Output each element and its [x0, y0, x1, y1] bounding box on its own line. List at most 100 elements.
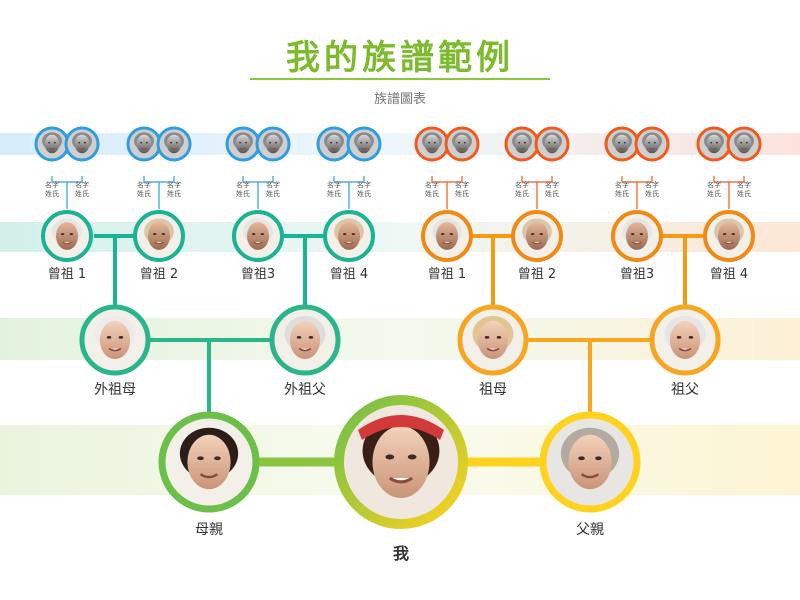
surname-text: 姓氏: [266, 190, 280, 198]
surname-text: 姓氏: [707, 190, 721, 198]
gg-connectors: [51, 176, 745, 209]
surname-text: 姓氏: [455, 190, 469, 198]
great-great-grandparent-photo: [64, 126, 100, 162]
great-great-grandparent-name: 名字姓氏: [236, 181, 250, 199]
given-name-text: 名字: [45, 181, 59, 189]
great-great-grandparent-name: 名字姓氏: [455, 181, 469, 199]
great-great-grandparent-name: 名字姓氏: [737, 181, 751, 199]
great-great-grandparent-name: 名字姓氏: [545, 181, 559, 199]
great-great-grandparent-name: 名字姓氏: [167, 181, 181, 199]
surname-text: 姓氏: [327, 190, 341, 198]
great-grandparent-label: 曾祖 4: [709, 267, 749, 282]
surname-text: 姓氏: [615, 190, 629, 198]
great-great-grandparent-photo: [726, 126, 762, 162]
great-great-grandparent-photo: [444, 126, 480, 162]
great-great-grandparent-name: 名字姓氏: [327, 181, 341, 199]
surname-text: 姓氏: [645, 190, 659, 198]
great-great-grandparent-name: 名字姓氏: [357, 181, 371, 199]
paternal-grandfather-label: 祖父: [671, 382, 699, 398]
maternal-grandmother-photo: [79, 304, 151, 376]
surname-text: 姓氏: [515, 190, 529, 198]
great-great-grandparent-name: 名字姓氏: [615, 181, 629, 199]
great-great-grandparent-name: 名字姓氏: [707, 181, 721, 199]
self-label: 我: [392, 544, 410, 563]
given-name-text: 名字: [455, 181, 469, 189]
page-subtitle: 族譜圖表: [373, 92, 426, 107]
given-name-text: 名字: [737, 181, 751, 189]
surname-text: 姓氏: [45, 190, 59, 198]
maternal-grandmother-label: 外祖母: [94, 382, 136, 398]
given-name-text: 名字: [707, 181, 721, 189]
great-grandparent-label: 曾祖3: [240, 267, 276, 282]
great-grandparent-photo: [421, 210, 473, 262]
great-great-grandparent-name: 名字姓氏: [645, 181, 659, 199]
great-grandparent-photo: [511, 210, 563, 262]
paternal-grandmother-label: 祖母: [479, 382, 507, 398]
headband-accent: [358, 415, 444, 440]
given-name-text: 名字: [137, 181, 151, 189]
given-name-text: 名字: [167, 181, 181, 189]
great-great-grandparent-photo: [504, 126, 540, 162]
surname-text: 姓氏: [75, 190, 89, 198]
band-great-great: [0, 133, 800, 155]
given-name-text: 名字: [615, 181, 629, 189]
great-grandparent-label: 曾祖 2: [139, 267, 179, 282]
surname-text: 姓氏: [545, 190, 559, 198]
surname-text: 姓氏: [357, 190, 371, 198]
mother-photo: [158, 411, 260, 513]
father-photo: [539, 411, 641, 513]
great-grandparent-label: 曾祖 4: [329, 267, 369, 282]
given-name-text: 名字: [266, 181, 280, 189]
great-great-grandparent-photo: [534, 126, 570, 162]
given-name-text: 名字: [357, 181, 371, 189]
mother-label: 母親: [195, 522, 223, 538]
given-name-text: 名字: [327, 181, 341, 189]
great-to-grand-connectors: [94, 234, 708, 305]
great-great-grandparent-name: 名字姓氏: [75, 181, 89, 199]
great-grandparent-label: 曾祖 2: [517, 267, 557, 282]
great-great-grandparent-name: 名字姓氏: [45, 181, 59, 199]
great-great-grandparent-photo: [696, 126, 732, 162]
great-great-grandparent-photo: [346, 126, 382, 162]
paternal-grandmother-photo: [457, 304, 529, 376]
surname-text: 姓氏: [425, 190, 439, 198]
great-great-grandparent-name: 名字姓氏: [266, 181, 280, 199]
great-grandparent-photo: [232, 210, 284, 262]
great-great-grandparent-photo: [316, 126, 352, 162]
page-title: 我的族譜範例: [286, 38, 514, 78]
great-grandparent-photo: [323, 210, 375, 262]
grand-to-parent-connectors: [148, 338, 651, 420]
great-grandparent-label: 曾祖 1: [427, 267, 467, 282]
given-name-text: 名字: [645, 181, 659, 189]
surname-text: 姓氏: [737, 190, 751, 198]
great-grandparent-photo: [611, 210, 663, 262]
great-great-grandparent-name: 名字姓氏: [137, 181, 151, 199]
great-great-grandparent-photo: [156, 126, 192, 162]
great-great-grandparent-name: 名字姓氏: [515, 181, 529, 199]
surname-text: 姓氏: [236, 190, 250, 198]
great-grandparent-photo: [133, 210, 185, 262]
surname-text: 姓氏: [137, 190, 151, 198]
surname-text: 姓氏: [167, 190, 181, 198]
great-great-grandparent-name: 名字姓氏: [425, 181, 439, 199]
given-name-text: 名字: [75, 181, 89, 189]
maternal-grandfather-label: 外祖父: [284, 382, 326, 398]
great-great-grandparent-photo: [414, 126, 450, 162]
great-great-grandparent-photo: [255, 126, 291, 162]
given-name-text: 名字: [425, 181, 439, 189]
given-name-text: 名字: [236, 181, 250, 189]
maternal-grandfather-photo: [269, 304, 341, 376]
father-label: 父親: [576, 522, 604, 538]
great-great-grandparent-photo: [604, 126, 640, 162]
paternal-grandfather-photo: [649, 304, 721, 376]
great-great-grandparent-photo: [225, 126, 261, 162]
given-name-text: 名字: [545, 181, 559, 189]
great-grandparent-photo: [41, 210, 93, 262]
great-great-grandparent-photo: [34, 126, 70, 162]
given-name-text: 名字: [515, 181, 529, 189]
great-grandparent-photo: [703, 210, 755, 262]
great-grandparent-label: 曾祖 1: [47, 267, 87, 282]
great-great-grandparent-photo: [634, 126, 670, 162]
great-great-grandparent-photo: [126, 126, 162, 162]
